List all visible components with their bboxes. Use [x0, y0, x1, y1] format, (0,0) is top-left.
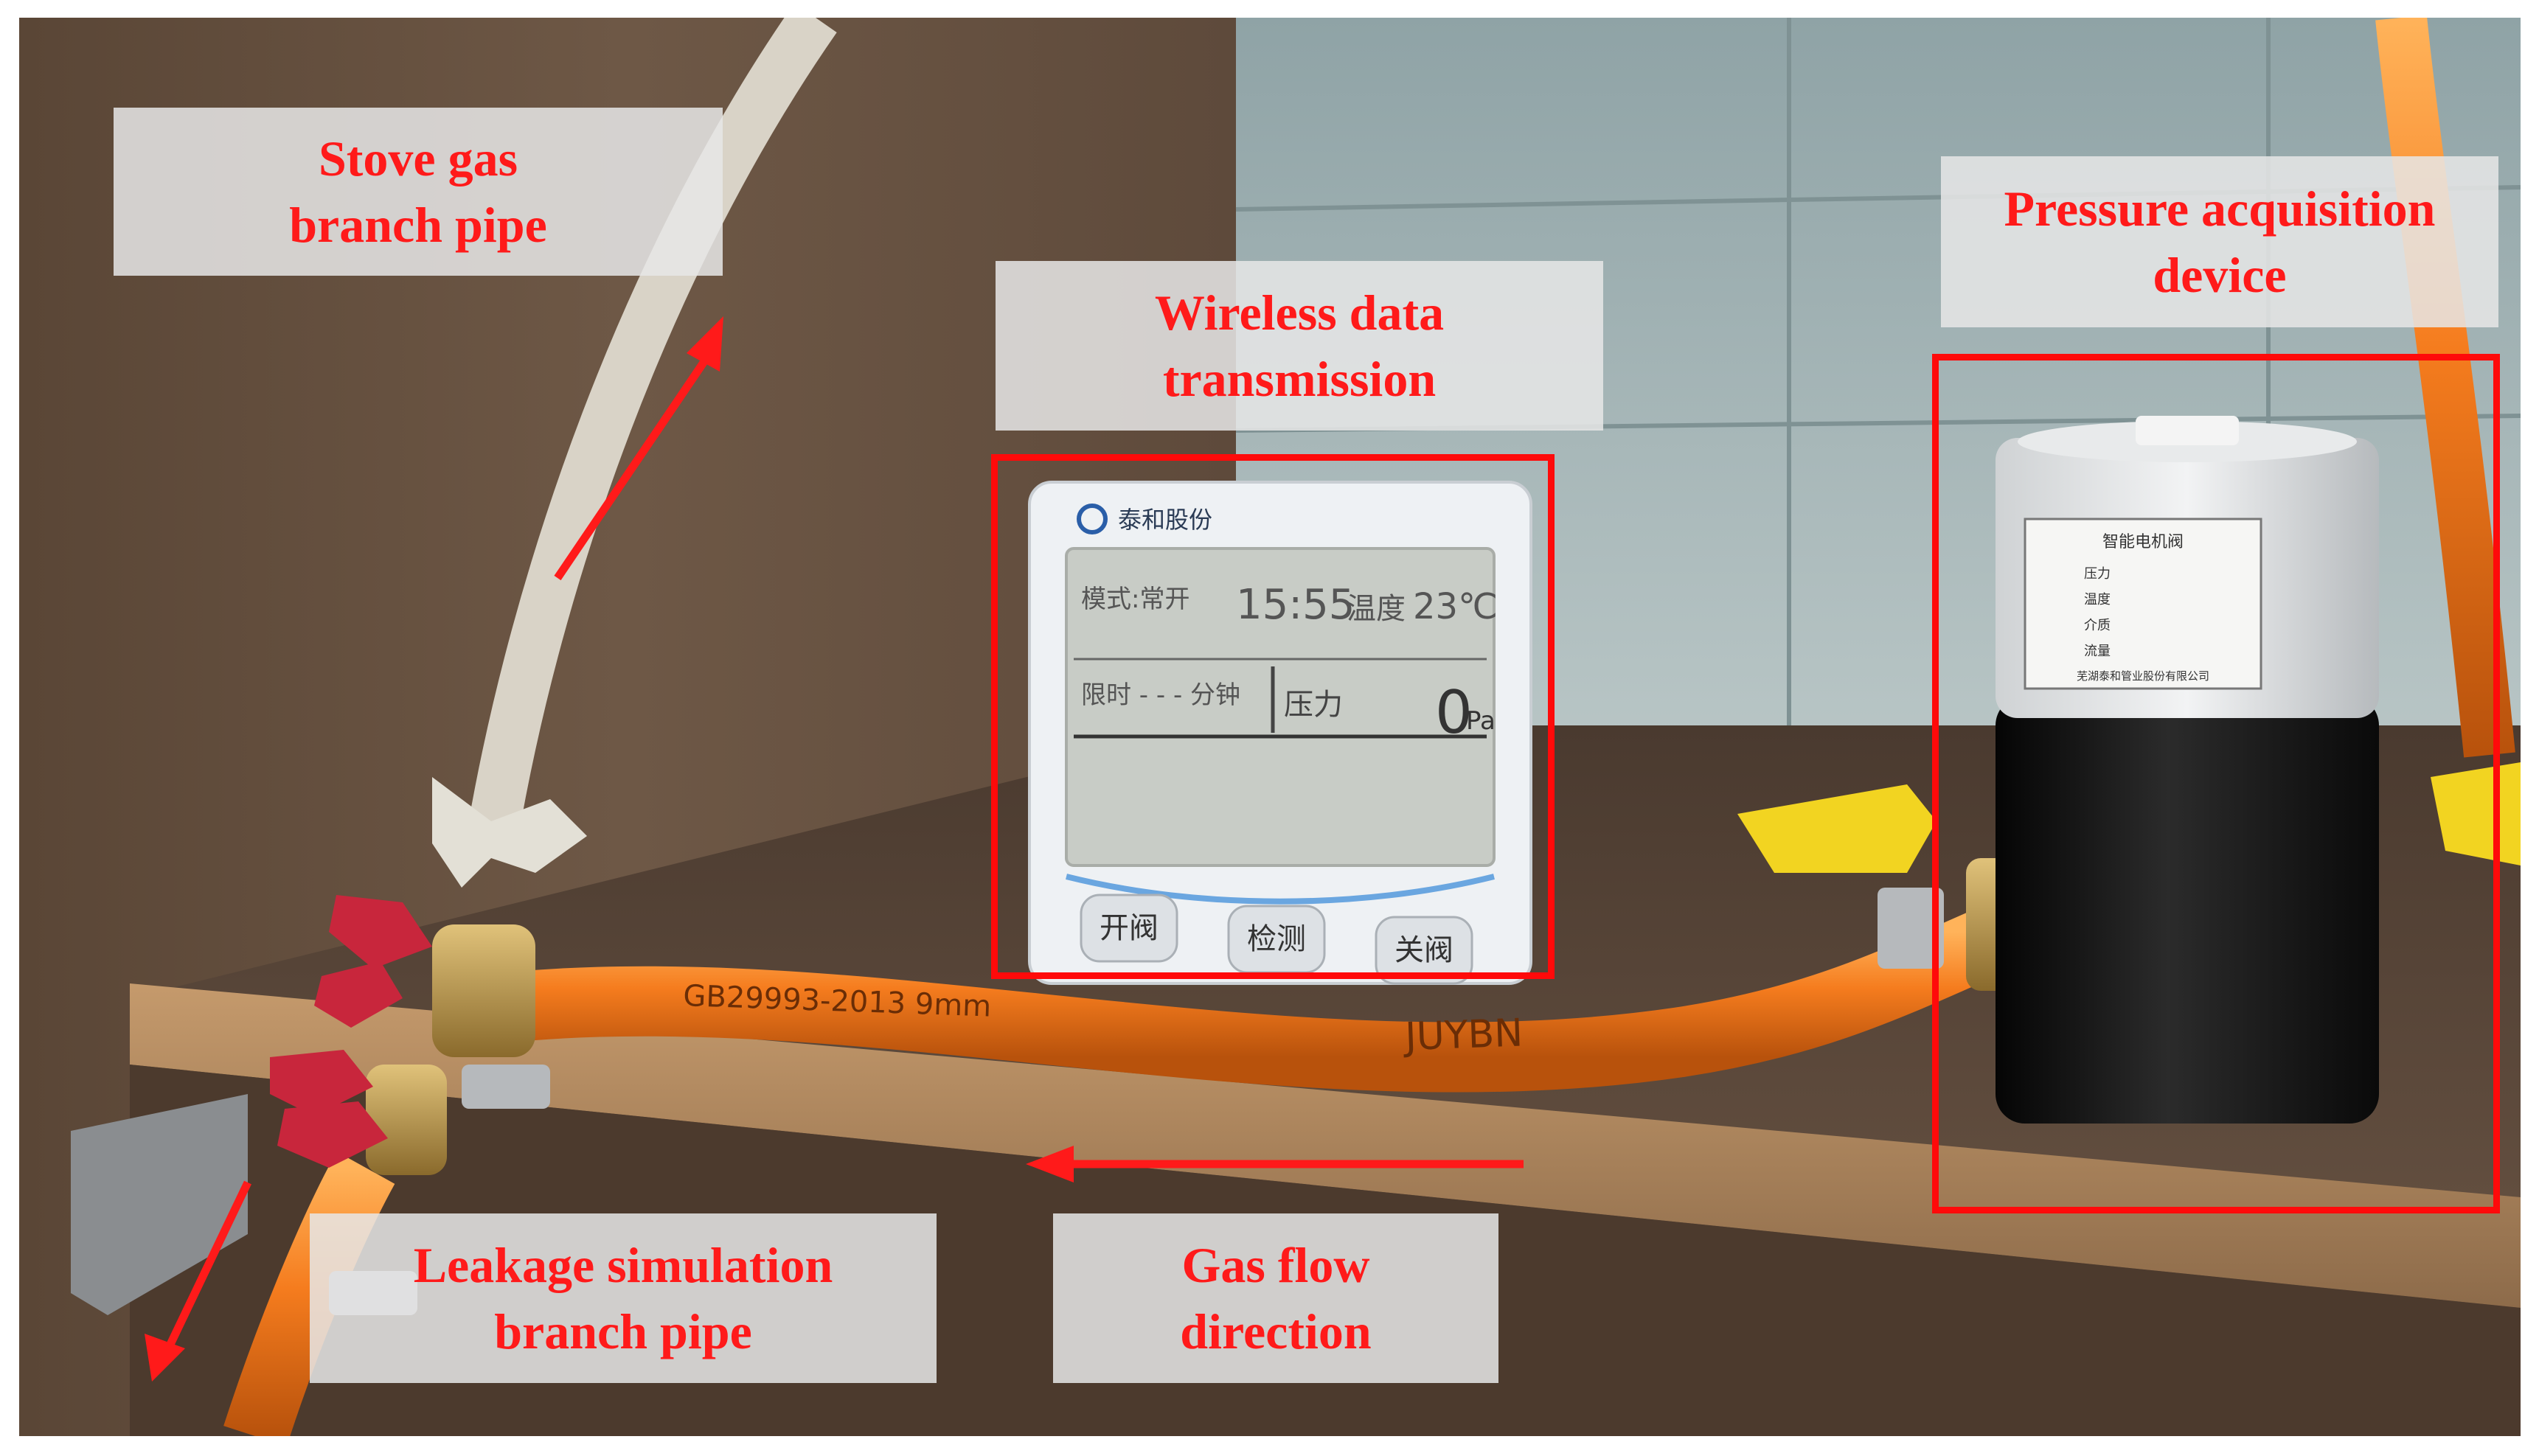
lcd-pressure-label: 压力	[1284, 688, 1343, 722]
label-line: device	[2153, 247, 2287, 303]
nameplate-company: 芜湖泰和管业股份有限公司	[2077, 669, 2209, 683]
label-gas-flow-direction: Gas flow direction	[1053, 1213, 1498, 1383]
highlight-pressure-device	[1932, 354, 2500, 1213]
nameplate-row: 温度	[2084, 592, 2111, 607]
arrow-stove-head	[687, 316, 723, 372]
label-stove-gas-branch-pipe: Stove gas branch pipe	[114, 108, 723, 276]
wing-nut	[432, 777, 587, 888]
lcd-screen	[1065, 547, 1496, 867]
device-nameplate	[2024, 518, 2262, 690]
nameplate-title: 智能电机阀	[2102, 533, 2184, 551]
lcd-pressure-unit: Pa	[1466, 706, 1496, 736]
red-valve-handles	[270, 895, 432, 1168]
label-leakage-simulation-branch-pipe: Leakage simulation branch pipe	[310, 1213, 937, 1383]
label-line: Gas flow	[1181, 1237, 1370, 1293]
lcd-mode: 模式:常开	[1081, 585, 1189, 614]
arrow-stove-direction	[554, 346, 716, 581]
metal-bracket	[71, 1094, 248, 1315]
label-line: Wireless data	[1154, 285, 1445, 341]
label-pressure-acquisition-device: Pressure acquisition device	[1941, 156, 2498, 327]
lcd-time: 15:55	[1236, 581, 1355, 629]
nameplate-row: 压力	[2084, 566, 2111, 582]
highlight-wireless-monitor	[991, 454, 1555, 979]
stove-gas-pipe	[465, 18, 837, 848]
device-black-body	[1996, 696, 2379, 1124]
monitor-brand: 泰和股份	[1118, 506, 1212, 534]
lcd-timer: 限时 - - - 分钟	[1081, 680, 1240, 710]
label-wireless-data-transmission: Wireless data transmission	[996, 261, 1603, 431]
button-open-valve[interactable]	[1080, 894, 1178, 963]
label-line: Pressure acquisition	[2004, 181, 2436, 237]
brand-logo-icon	[1077, 504, 1108, 534]
photo-scene: 智能电机阀 压力 温度 介质 流量 芜湖泰和管业股份有限公司 泰和股份 模式:常…	[19, 18, 2521, 1436]
lcd-temp-label: 温度	[1347, 592, 1406, 626]
hose-print-brand: JUYBN	[1402, 1011, 1524, 1059]
lcd-temp: 23℃	[1413, 586, 1498, 627]
brass-tee-fitting	[432, 924, 535, 1057]
label-line: branch pipe	[289, 197, 547, 253]
leakage-hose	[223, 1152, 395, 1436]
button-detect-label: 检测	[1247, 922, 1306, 956]
orange-gas-hose	[456, 899, 2024, 1093]
shelf-front-edge	[130, 983, 2521, 1308]
label-line: transmission	[1162, 351, 1437, 407]
button-close-label: 关阀	[1394, 933, 1453, 967]
arrow-leakage-direction	[163, 1180, 251, 1354]
label-line: Leakage simulation	[413, 1237, 833, 1293]
nameplate-row: 介质	[2084, 618, 2111, 633]
button-open-label: 开阀	[1100, 911, 1159, 945]
arrows	[145, 316, 1524, 1382]
yellow-valve-handle	[1737, 784, 1937, 873]
arrow-gas-flow-head	[1026, 1146, 1074, 1182]
button-close-valve[interactable]	[1375, 916, 1473, 985]
nameplate-row: 流量	[2084, 644, 2111, 659]
arrow-leakage-head	[145, 1334, 185, 1382]
label-line: Stove gas	[318, 130, 518, 187]
label-line: branch pipe	[494, 1303, 752, 1359]
label-line: direction	[1180, 1303, 1372, 1359]
